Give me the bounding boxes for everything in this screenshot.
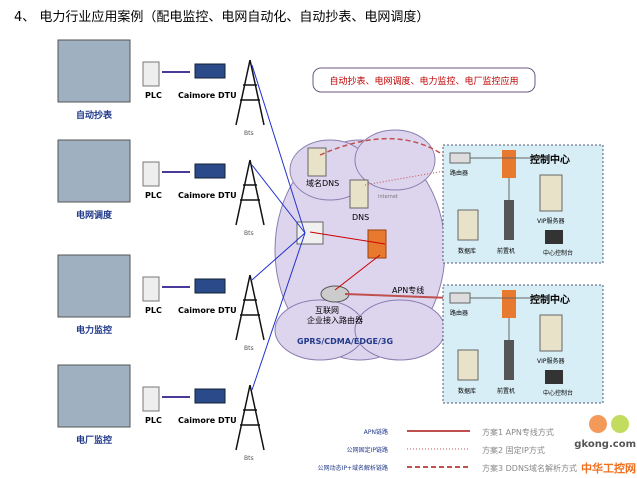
dtu-label: Caimore DTU [178,416,237,425]
dns-server-icon [349,179,369,209]
plc-icon [142,386,160,412]
banner-text: 自动抄表、电网调度、电力监控、电厂监控应用 [329,75,518,87]
legend-scheme: 方案3 DDNS域名解析方式 [482,463,577,473]
watermark-site: gkong.com [574,439,636,450]
gprs-link [251,232,306,391]
vip-label: VIP服务器 [537,217,565,225]
plc-label: PLC [145,91,162,100]
bts-tower-icon [235,159,265,226]
bts-label: Bts [244,345,254,352]
firewall-icon [502,150,516,178]
bts-label: Bts [244,455,254,462]
plc-label: PLC [145,416,162,425]
site-label: 电力监控 [76,324,112,336]
gprs-link [251,232,306,281]
internet-label: Internet [378,194,398,200]
router-icon [449,292,471,304]
internet-cloud [274,129,446,361]
console-label: 中心控制台 [543,249,573,257]
front-label: 前置机 [497,387,515,395]
gear-logo-icon [589,415,607,433]
bts-label: Bts [244,130,254,137]
legend-scheme: 方案1 APN专线方式 [482,427,554,437]
control-center-title: 控制中心 [530,293,570,306]
control-center-box [442,284,604,404]
site-label: 电网调度 [76,209,113,221]
control-centers: 控制中心路由器前置机VIP服务器数据库中心控制台控制中心路由器前置机VIP服务器… [442,144,604,404]
bts-tower-icon [235,59,265,126]
vip-server-icon [539,174,563,212]
control-center-box [442,144,604,264]
vip-server-icon [539,314,563,352]
banner-box [312,67,536,93]
bts-label: Bts [244,230,254,237]
database-icon [457,209,479,241]
plc-icon [142,61,160,87]
plc-icon [142,276,160,302]
field-sites: 自动抄表 PLC Caimore DTU Bts 电网调度 PLC Caimore DTU B… [57,39,306,462]
firewall-icon [367,229,387,259]
control-center-title: 控制中心 [530,153,570,166]
dns-label: DNS [352,213,369,222]
dtu-label: Caimore DTU [178,91,237,100]
database-icon [457,349,479,381]
plc-icon [142,161,160,187]
dtu-icon [194,388,226,404]
legend-scheme: 方案2 固定IP方式 [482,445,545,455]
firewall-icon [502,290,516,318]
bts-tower-icon [235,274,265,341]
front-label: 前置机 [497,247,515,255]
plc-label: PLC [145,191,162,200]
gprs-link [251,64,306,234]
domain-dns-label: 域名DNS [306,178,339,188]
router-label: 路由器 [450,169,468,177]
dtu-icon [194,63,226,79]
front-server-icon [504,200,514,240]
legend-label: 公网动态IP+域名解析链路 [318,464,388,472]
page-title: 4、 电力行业应用案例（配电监控、电网自动化、自动抄表、电网调度） [14,10,430,25]
console-label: 中心控制台 [543,389,573,397]
site-label: 电厂监控 [76,434,112,446]
site-photo [57,39,131,103]
gprs-link [251,164,306,234]
legend-label: APN链路 [364,428,388,436]
site-photo [57,364,131,428]
vip-label: VIP服务器 [537,357,565,365]
legend-label: 公网固定IP链路 [347,446,388,454]
network-label: GPRS/CDMA/EDGE/3G [297,337,393,346]
link [309,231,386,245]
dtu-icon [194,278,226,294]
gear-logo-icon [611,415,629,433]
front-server-icon [504,340,514,380]
apn-label: APN专线 [392,285,424,295]
bts-tower-icon [235,384,265,451]
router-label: 路由器 [450,309,468,317]
watermark-text: 中华工控网 [581,461,636,475]
dtu-icon [194,163,226,179]
dtu-label: Caimore DTU [178,306,237,315]
plc-label: PLC [145,306,162,315]
domain-dns-server-icon [307,147,327,177]
router-label-1: 互联网 [315,306,339,315]
site-photo [57,254,131,318]
dtu-label: Caimore DTU [178,191,237,200]
console-monitor-icon [545,230,563,244]
db-label: 数据库 [458,247,476,255]
link [334,254,381,291]
console-monitor-icon [545,370,563,384]
router-label-2: 企业接入路由器 [307,315,363,325]
db-label: 数据库 [458,387,476,395]
apn-link [344,293,451,299]
site-label: 自动抄表 [76,109,113,121]
router-icon [320,285,350,303]
ddns-link [319,137,451,161]
site-photo [57,139,131,203]
router-icon [449,152,471,164]
